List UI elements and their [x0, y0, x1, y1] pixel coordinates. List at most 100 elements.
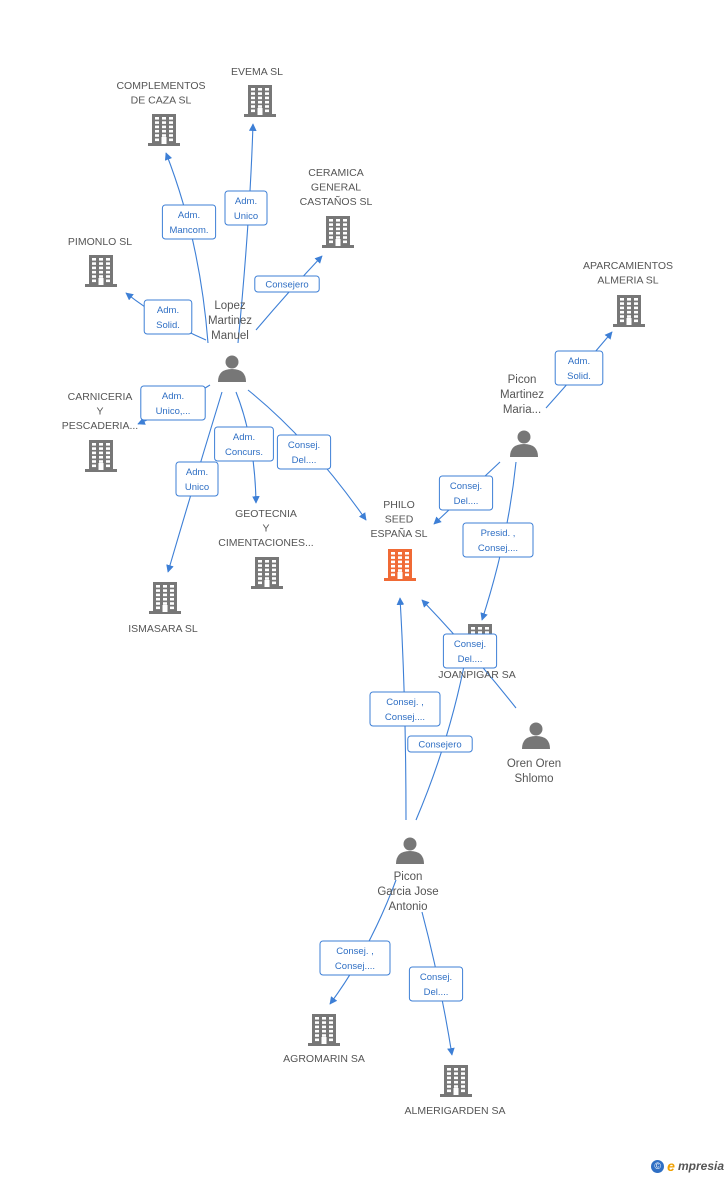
- building-window: [162, 129, 166, 133]
- person-body: [396, 851, 424, 864]
- relation-label-picon_jose-philo[interactable]: Consej. ,Consej....: [369, 691, 441, 727]
- building-window: [634, 315, 638, 318]
- building-window: [336, 236, 340, 239]
- node-label: PHILO: [383, 499, 415, 511]
- relation-label-lopez-complementos[interactable]: Adm.Mancom.: [161, 204, 217, 240]
- building-window: [170, 589, 174, 592]
- node-carniceria[interactable]: CARNICERIAYPESCADERIA...: [62, 391, 138, 472]
- building-window: [322, 1025, 326, 1029]
- node-label: CASTAÑOS SL: [300, 195, 373, 208]
- edges-layer: [125, 123, 613, 1056]
- building-window: [163, 597, 167, 601]
- node-label: GEOTECNIA: [235, 508, 297, 520]
- building-window: [92, 447, 96, 450]
- building-window: [447, 1072, 451, 1075]
- node-picon_maria[interactable]: PiconMartinezMaria...: [500, 374, 544, 457]
- building-window: [163, 602, 167, 605]
- person-icon: [396, 837, 424, 864]
- relation-text: Solid.: [567, 371, 591, 382]
- building-window: [620, 315, 624, 318]
- node-agromarin[interactable]: AGROMARIN SA: [283, 1014, 365, 1065]
- relation-label-lopez-evema[interactable]: Adm.Unico: [224, 190, 268, 226]
- building-window: [258, 92, 262, 95]
- building-window: [99, 275, 103, 278]
- relation-box: [438, 475, 494, 511]
- person-body: [218, 369, 246, 382]
- relation-text: Unico: [234, 211, 258, 222]
- building-window: [163, 593, 167, 597]
- building-window: [99, 270, 103, 274]
- building-window: [478, 627, 482, 630]
- building-window: [315, 1029, 319, 1033]
- building-window: [162, 134, 166, 137]
- building-window: [634, 319, 638, 323]
- node-label: AGROMARIN SA: [283, 1053, 365, 1065]
- building-window: [169, 117, 173, 120]
- building-window: [170, 597, 174, 601]
- person-head: [225, 355, 239, 369]
- building-window: [258, 572, 262, 576]
- node-almerigarden[interactable]: ALMERIGARDEN SA: [405, 1065, 506, 1117]
- relation-label-picon_maria-joanpigar[interactable]: Presid. ,Consej....: [462, 522, 534, 558]
- building-window: [329, 219, 333, 222]
- building-base: [322, 245, 354, 248]
- node-label: ALMERIGARDEN SA: [405, 1105, 506, 1117]
- relation-label-picon_jose-almerigarden[interactable]: Consej.Del....: [408, 966, 464, 1002]
- relation-label-lopez-pimonlo[interactable]: Adm.Solid.: [143, 299, 193, 335]
- relation-label-picon_jose-agromarin[interactable]: Consej. ,Consej....: [319, 940, 391, 976]
- person-head: [529, 722, 543, 736]
- building-icon: [613, 295, 645, 327]
- building-window: [343, 219, 347, 222]
- relation-text: Consej.: [450, 481, 482, 492]
- building-window: [315, 1021, 319, 1024]
- relation-label-picon_maria-aparcamientos[interactable]: Adm.Solid.: [554, 350, 604, 386]
- building-window: [405, 552, 409, 555]
- relation-text: Consejero: [418, 740, 461, 751]
- node-ismasara[interactable]: ISMASARA SL: [128, 582, 198, 635]
- node-geotecnia[interactable]: GEOTECNIAYCIMENTACIONES...: [218, 508, 314, 589]
- relation-text: Del....: [458, 654, 483, 665]
- relation-text: Adm.: [162, 391, 184, 402]
- relation-label-picon_jose-joanpigar[interactable]: Consejero: [407, 735, 473, 753]
- node-evema[interactable]: EVEMA SL: [231, 66, 283, 117]
- building-window: [634, 302, 638, 305]
- building-window: [398, 569, 402, 572]
- building-window: [265, 109, 269, 113]
- relation-label-lopez-carniceria[interactable]: Adm.Unico,...: [140, 385, 206, 421]
- building-window: [405, 564, 409, 568]
- relation-text: Del....: [424, 987, 449, 998]
- node-label: Martinez: [208, 315, 252, 327]
- relation-label-lopez-philo[interactable]: Consej.Del....: [276, 434, 332, 470]
- building-window: [265, 88, 269, 91]
- building-window: [258, 577, 262, 580]
- node-label: PESCADERIA...: [62, 420, 138, 432]
- building-icon: [149, 582, 181, 614]
- building-window: [170, 606, 174, 610]
- building-window: [155, 134, 159, 137]
- node-pimonlo[interactable]: PIMONLO SL: [68, 236, 132, 287]
- node-label: Garcia Jose: [377, 886, 438, 898]
- building-window: [620, 302, 624, 305]
- building-window: [265, 92, 269, 95]
- relation-label-lopez-ceramica[interactable]: Consejero: [254, 275, 320, 293]
- building-window: [461, 1085, 465, 1088]
- relation-label-lopez-geotecnia[interactable]: Adm.Concurs.: [214, 426, 274, 462]
- building-window: [398, 556, 402, 559]
- relation-label-lopez-ismasara[interactable]: Adm.Unico: [175, 461, 219, 497]
- building-window: [155, 138, 159, 142]
- node-label: Y: [96, 406, 103, 418]
- building-window: [329, 223, 333, 226]
- relation-label-oren-philo[interactable]: Consej.Del....: [442, 633, 498, 669]
- relation-box: [214, 426, 274, 462]
- relation-label-picon_maria-philo[interactable]: Consej.Del....: [438, 475, 494, 511]
- building-window: [106, 451, 110, 455]
- building-window: [92, 451, 96, 455]
